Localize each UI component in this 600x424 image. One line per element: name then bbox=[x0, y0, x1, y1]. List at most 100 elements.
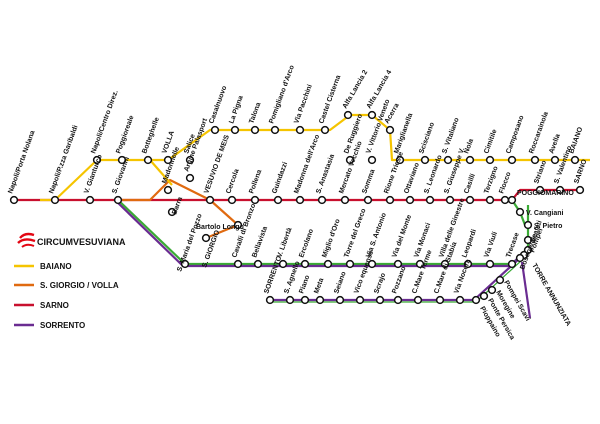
station-bartolo-longo bbox=[233, 220, 243, 230]
station-via-viuli bbox=[485, 259, 495, 269]
station-poggiomarino bbox=[507, 195, 517, 205]
station-s-giovanni bbox=[113, 195, 123, 205]
station-boscoreale bbox=[515, 253, 525, 263]
station-label-napoli-porta-nolana: Napoli/Porta Nolana bbox=[7, 130, 36, 195]
station-madonnelle bbox=[163, 185, 173, 195]
station-napoli-porta-nolana bbox=[9, 195, 19, 205]
station-label-s-vitaliano: S. Vitaliano bbox=[441, 117, 460, 155]
legend-label: SARNO bbox=[40, 301, 69, 310]
station-label-nola: Nola bbox=[463, 138, 475, 155]
station-flocco bbox=[500, 195, 510, 205]
station-label-castel-cisterna: Castel Cisterna bbox=[318, 74, 342, 124]
station-label-poggioreale: Poggioreale bbox=[115, 115, 135, 155]
brand-name: CIRCUMVESUVIANA bbox=[37, 237, 126, 247]
station-talona bbox=[250, 125, 260, 135]
station-villa-regina bbox=[440, 259, 450, 269]
station-vico-equense bbox=[355, 295, 365, 305]
circumvesuviana-logo: CIRCUMVESUVIANA bbox=[17, 232, 126, 248]
legend-item-sarno: SARNO bbox=[14, 301, 69, 310]
station-terzigno bbox=[485, 195, 495, 205]
station-label-s-pietro: S. Pietro bbox=[534, 223, 562, 230]
station-meta bbox=[315, 295, 325, 305]
station-pomigliano-arco bbox=[270, 125, 280, 135]
logo-mark bbox=[19, 232, 35, 239]
station-label-via-del-monte: Via del Monte bbox=[391, 214, 413, 259]
station-s-giuseppe bbox=[445, 195, 455, 205]
station-via-nocera bbox=[455, 295, 465, 305]
station-label-scisciano: Scisciano bbox=[418, 122, 436, 155]
station-s-vitaliano bbox=[443, 155, 453, 165]
station-label-miglio-oro: Miglio d'Oro bbox=[321, 218, 341, 259]
station-bellavista bbox=[253, 259, 263, 269]
station-label-ercolano: Ercolano bbox=[298, 228, 315, 259]
sgiorgio-volla-line bbox=[118, 178, 240, 240]
station-cercola bbox=[227, 195, 237, 205]
station-label-bellavista: Bellavista bbox=[251, 225, 269, 258]
station-label-rione-trieste: Rione Trieste bbox=[383, 151, 405, 195]
station-label-guindazzi: Guindazzi bbox=[271, 161, 289, 195]
legend: CIRCUMVESUVIANA BAIANO S. GIORGIO / VOLL… bbox=[14, 232, 126, 330]
legend-label: BAIANO bbox=[40, 262, 72, 271]
station-v-vittorio-veneto bbox=[367, 155, 377, 165]
station-pompei-scavi bbox=[495, 275, 505, 285]
station-cavalli-di-bronzo bbox=[233, 259, 243, 269]
station-label-napoli-garibaldi: Napoli/P.zza Garibaldi bbox=[48, 124, 79, 194]
station-label-meta: Meta bbox=[313, 277, 325, 294]
station-striano bbox=[535, 185, 545, 195]
station-torre-del-greco bbox=[345, 259, 355, 269]
station-label-s-anastasia: S. Anastasia bbox=[315, 153, 336, 194]
station-vesuvio-de-meis bbox=[205, 195, 215, 205]
station-label-casilli: Casilli bbox=[463, 173, 477, 195]
station-label-roccarainola: Roccarainola bbox=[528, 111, 550, 155]
station-s-pietro bbox=[523, 220, 533, 230]
legend-item-baiano: BAIANO bbox=[14, 262, 72, 271]
station-acerra bbox=[385, 125, 395, 135]
station-via-monaci bbox=[415, 259, 425, 269]
station-label-casalnuovo: Casalnuovo bbox=[208, 85, 228, 125]
station-label-piano: Piano bbox=[298, 274, 311, 294]
station-leopardi bbox=[463, 259, 473, 269]
station-label-v-cangiani: V. Cangiani bbox=[526, 210, 564, 217]
station-label-s-valentino: S. Valentino bbox=[553, 145, 573, 185]
legend-label: S. GIORGIO / VOLLA bbox=[40, 281, 119, 290]
station-sarno bbox=[575, 185, 585, 195]
station-label-flocco: Flocco bbox=[498, 171, 512, 195]
station-via-del-monte bbox=[393, 259, 403, 269]
station-casalnuovo bbox=[210, 125, 220, 135]
station-madonna-arco bbox=[295, 195, 305, 205]
station-trecase bbox=[507, 259, 517, 269]
station-label-v-liberta: V. Libertà bbox=[276, 227, 293, 259]
station-castel-cisterna bbox=[320, 125, 330, 135]
station-miglio-oro bbox=[323, 259, 333, 269]
sarno-line bbox=[14, 188, 580, 202]
station-guindazzi bbox=[273, 195, 283, 205]
station-cmare-terme bbox=[413, 295, 423, 305]
station-la-pigna bbox=[230, 125, 240, 135]
station-poggioreale bbox=[117, 155, 127, 165]
station-rione-trieste bbox=[385, 195, 395, 205]
station-casilli bbox=[465, 195, 475, 205]
station-label-camposano: Camposano bbox=[505, 115, 525, 155]
station-s-valentino bbox=[555, 185, 565, 195]
station-label-talona: Talona bbox=[248, 101, 262, 124]
station-via-pacchini bbox=[295, 125, 305, 135]
station-label-seiano: Seiano bbox=[333, 271, 347, 295]
station-label-somma: Somma bbox=[361, 168, 376, 194]
station-barra bbox=[167, 207, 177, 217]
station-nola bbox=[465, 155, 475, 165]
station-label-cimitile: Cimitile bbox=[483, 128, 498, 154]
station-botteghelle bbox=[143, 155, 153, 165]
logo-mark bbox=[17, 238, 36, 244]
station-piano bbox=[300, 295, 310, 305]
station-v-cangiani bbox=[515, 207, 525, 217]
station-label-torre-annunziata: TORRE ANNUNZIATA bbox=[530, 263, 572, 328]
legend-item-sgiorgio-volla: S. GIORGIO / VOLLA bbox=[14, 281, 119, 290]
station-label-via-pacchini: Via Pacchini bbox=[293, 84, 314, 125]
station-scafati bbox=[523, 235, 533, 245]
station-sorrento bbox=[265, 295, 275, 305]
station-moregine bbox=[487, 285, 497, 295]
station-pozzano bbox=[393, 295, 403, 305]
station-label-sorrento: SORRENTO bbox=[263, 255, 283, 295]
station-pioppaino bbox=[471, 295, 481, 305]
